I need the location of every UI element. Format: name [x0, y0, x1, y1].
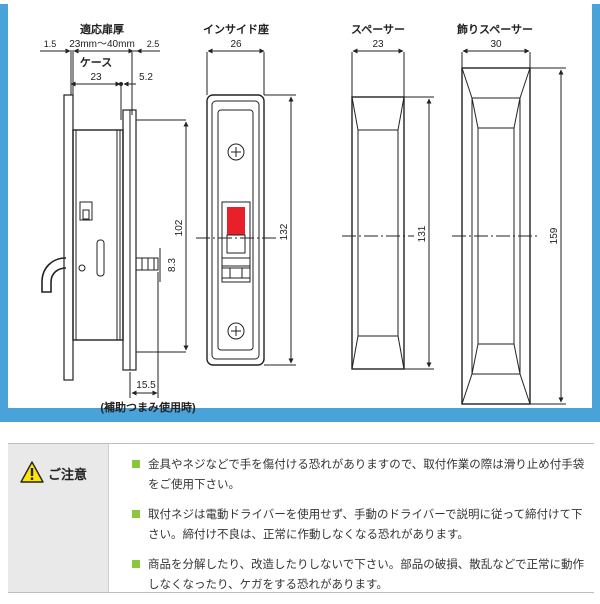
inside-title: インサイド座 — [203, 22, 269, 36]
deco-spacer-view: 飾りスペーサー 30 159 — [452, 22, 566, 405]
deco-height: 159 — [549, 227, 560, 244]
bullet-icon — [132, 560, 140, 568]
deco-width: 30 — [490, 39, 502, 50]
case-right-dim: 2.5 — [147, 39, 160, 49]
inside-plate-view: インサイド座 26 — [196, 22, 296, 366]
caution-item: 金具やネジなどで手を傷付ける恐れがありますので、取付作業の際は滑り止め付手袋をご… — [126, 454, 586, 494]
inside-width: 26 — [230, 39, 242, 50]
caution-item-text: 取付ネジは電動ドライバーを使用せず、手動のドライバーで説明に従って締付けて下さい… — [148, 507, 583, 541]
case-width: 23 — [90, 72, 102, 83]
spacer-title: スペーサー — [351, 23, 405, 36]
spacer-height: 131 — [417, 225, 428, 242]
caution-label-cell: ご注意 — [8, 444, 109, 592]
spacer-view: スペーサー 23 131 — [342, 23, 434, 370]
caution-label: ご注意 — [48, 468, 88, 483]
indicator-red — [227, 207, 245, 235]
bullet-icon — [132, 460, 140, 468]
case-side-view: 適応扉厚 23mm〜40mm 1.5 2.5 ケース 23 5.2 — [40, 22, 196, 414]
case-bottom-dim: 15.5 — [136, 380, 156, 391]
drawing-frame — [0, 4, 600, 422]
deco-title: 飾りスペーサー — [457, 22, 533, 36]
case-footnote: (補助つまみ使用時) — [100, 400, 196, 414]
case-title: 適応扉厚 — [80, 22, 124, 36]
warning-icon — [20, 461, 44, 483]
caution-notes: 金具やネジなどで手を傷付ける恐れがありますので、取付作業の際は滑り止め付手袋をご… — [126, 454, 586, 604]
caution-item: 取付ネジは電動ドライバーを使用せず、手動のドライバーで説明に従って締付けて下さい… — [126, 504, 586, 544]
technical-drawing: 適応扉厚 23mm〜40mm 1.5 2.5 ケース 23 5.2 — [0, 4, 600, 422]
case-range-label: 23mm〜40mm — [69, 39, 135, 50]
caution-item-text: 金具やネジなどで手を傷付ける恐れがありますので、取付作業の際は滑り止め付手袋をご… — [148, 457, 585, 491]
case-height: 102 — [174, 219, 185, 236]
spacer-width: 23 — [372, 39, 384, 50]
case-label: ケース — [80, 56, 112, 69]
bullet-icon — [132, 510, 140, 518]
caution-box: ご注意 金具やネジなどで手を傷付ける恐れがありますので、取付作業の際は滑り止め付… — [8, 443, 594, 593]
case-offset: 5.2 — [139, 72, 153, 83]
caution-item-text: 商品を分解したり、改造したりしないで下さい。部品の破損、散乱などで正常に動作しな… — [148, 557, 584, 591]
case-pin: 8.3 — [167, 258, 178, 272]
inside-height: 132 — [279, 223, 290, 240]
case-left-dim: 1.5 — [44, 39, 57, 49]
caution-item: 商品を分解したり、改造したりしないで下さい。部品の破損、散乱などで正常に動作しな… — [126, 554, 586, 594]
